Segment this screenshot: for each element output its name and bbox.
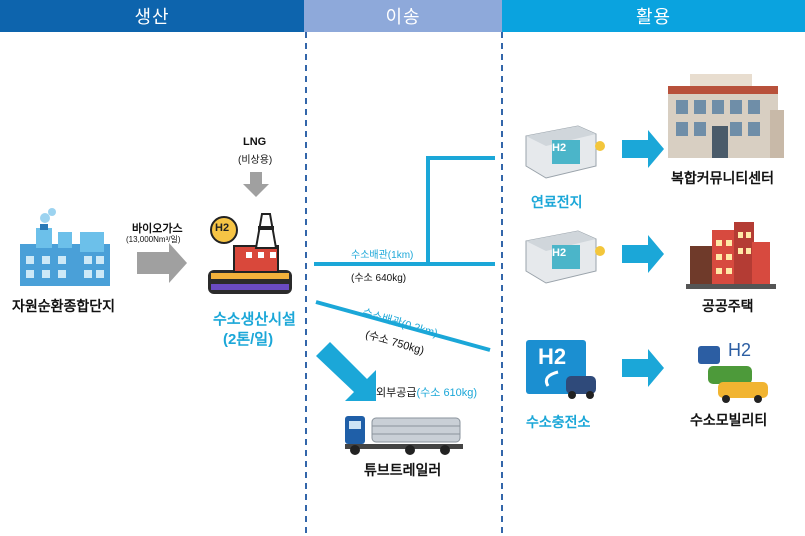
- community-center-icon: [668, 74, 784, 158]
- external-supply-prefix: 외부공급: [376, 387, 417, 399]
- lng-label: LNG: [243, 136, 267, 148]
- h2-badge-plant: H2: [215, 222, 230, 234]
- trailer-label: 튜브트레일러: [364, 462, 442, 478]
- biogas-arrow: [137, 243, 187, 283]
- pipe1-sub-label: (수소 640kg): [351, 273, 407, 284]
- header-production: 생산: [0, 0, 304, 32]
- hydrogen-mobility-icon: [698, 346, 768, 403]
- h2-badge-mobility: H2: [728, 340, 752, 360]
- external-supply-amount: (수소 610kg): [416, 387, 478, 399]
- plant-sub-label: (2톤/일): [223, 331, 274, 348]
- biogas-sub-label: (13,000Nm³/일): [126, 235, 181, 244]
- hydrogen-station-icon: [526, 340, 596, 399]
- factory-icon: [20, 208, 110, 286]
- tube-trailer-icon: [345, 416, 463, 455]
- station-label: 수소충전소: [526, 414, 591, 430]
- fuelcell-icon: [525, 125, 605, 179]
- external-supply-label: 외부공급(수소 610kg): [376, 384, 477, 400]
- lng-arrow: [243, 172, 269, 197]
- biogas-label: 바이오가스: [132, 223, 183, 235]
- public-housing-icon: [686, 222, 776, 289]
- community-label: 복합커뮤니티센터: [671, 170, 775, 186]
- h2-badge-fuelcell: H2: [552, 142, 567, 154]
- header-transport: 이송: [304, 0, 502, 32]
- plant-label: 수소생산시설: [213, 311, 296, 328]
- housing-label: 공공주택: [702, 298, 754, 314]
- h2-badge-station: H2: [538, 344, 567, 369]
- pipeline-lines: [314, 156, 495, 352]
- lng-sub-label: (비상용): [238, 155, 273, 166]
- hydrogen-plant-icon: [208, 213, 292, 294]
- mobility-label: 수소모빌리티: [690, 412, 768, 428]
- source-label: 자원순환종합단지: [12, 298, 116, 314]
- header-utilization: 활용: [502, 0, 805, 32]
- h2-badge-fuelcell-2: H2: [552, 247, 567, 259]
- fuelcell-icon-2: [525, 230, 605, 284]
- fuelcell-label: 연료전지: [531, 194, 583, 210]
- utilization-arrows: [622, 130, 664, 387]
- pipe1-label: 수소배관(1km): [351, 250, 414, 261]
- trailer-arrow: [316, 342, 376, 401]
